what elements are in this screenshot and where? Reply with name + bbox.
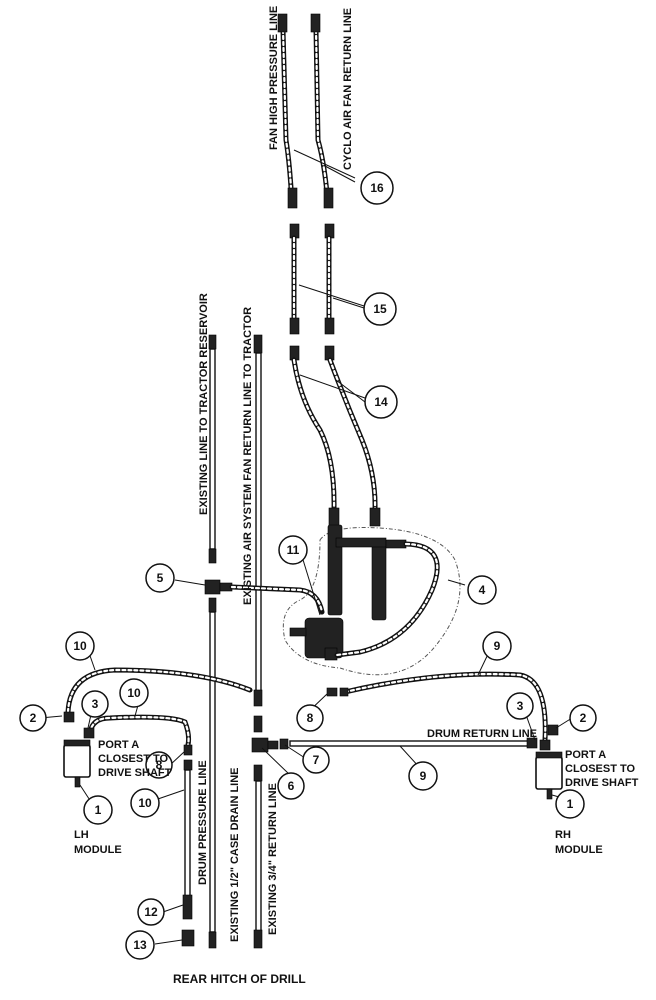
union-8-left-b — [183, 759, 193, 771]
callout-10-top: 10 — [65, 631, 95, 661]
union-8-top-b — [339, 687, 349, 697]
svg-text:8: 8 — [307, 711, 314, 725]
svg-text:10: 10 — [138, 796, 152, 810]
callout-10-mid: 10 — [119, 678, 149, 708]
hose-4 — [334, 541, 440, 658]
tee-fitting-5 — [204, 579, 233, 595]
svg-text:1: 1 — [567, 797, 574, 811]
label-case-drain: EXISTING 1/2" CASE DRAIN LINE — [229, 767, 241, 942]
callout-7: 7 — [302, 746, 330, 774]
hose-15-right — [324, 223, 335, 335]
svg-text:3: 3 — [517, 699, 524, 713]
callout-5: 5 — [145, 563, 175, 593]
svg-text:7: 7 — [313, 753, 320, 767]
callout-1-right: 1 — [555, 789, 585, 819]
label-rh-1: RH — [555, 829, 571, 841]
tee-fitting-6 — [251, 737, 279, 753]
label-cyclo-return: CYCLO AIR FAN RETURN LINE — [342, 8, 354, 170]
label-rear-hitch: REAR HITCH OF DRILL — [173, 972, 306, 986]
hose-10-arc — [65, 667, 253, 715]
hose-15-left — [289, 223, 300, 335]
svg-text:5: 5 — [157, 571, 164, 585]
callout-12: 12 — [137, 898, 165, 926]
callout-11: 11 — [278, 535, 308, 565]
hose-11 — [229, 584, 325, 615]
drum-return-line — [279, 737, 538, 750]
callout-9-top: 9 — [482, 631, 512, 661]
svg-text:6: 6 — [288, 779, 295, 793]
svg-text:11: 11 — [287, 543, 300, 557]
hose-10-short — [87, 714, 192, 748]
callout-2-right: 2 — [569, 704, 597, 732]
callout-6: 6 — [277, 772, 305, 800]
label-port-a-right-2: CLOSEST TO — [565, 763, 636, 775]
label-port-a-left-3: DRIVE SHAFT — [98, 767, 172, 779]
label-drum-return: DRUM RETURN LINE — [427, 728, 537, 740]
label-existing-air-return: EXISTING AIR SYSTEM FAN RETURN LINE TO T… — [242, 307, 254, 605]
rh-module — [535, 724, 563, 800]
callout-4: 4 — [467, 575, 497, 605]
callout-8-mid: 8 — [296, 704, 324, 732]
callout-8-left: 8 — [145, 751, 173, 779]
callout-15: 15 — [363, 292, 397, 326]
svg-text:8: 8 — [156, 758, 163, 772]
label-port-a-left-1: PORT A — [98, 739, 139, 751]
hose-14-left — [289, 345, 340, 527]
svg-text:14: 14 — [374, 395, 388, 409]
fan-high-pressure-hose — [277, 13, 298, 209]
existing-reservoir-line — [208, 334, 217, 949]
leader-lines — [39, 149, 573, 945]
svg-text:2: 2 — [580, 711, 587, 725]
drum-pressure-line — [181, 769, 195, 947]
cyclo-return-hose — [310, 13, 334, 209]
label-existing-reservoir: EXISTING LINE TO TRACTOR RESERVOIR — [198, 293, 210, 515]
svg-text:3: 3 — [92, 697, 99, 711]
hose-14-right — [324, 345, 381, 527]
label-lh-1: LH — [74, 829, 89, 841]
label-rh-2: MODULE — [555, 844, 603, 856]
callout-10-bottom: 10 — [130, 788, 160, 818]
union-8-left — [183, 744, 193, 756]
existing-air-return-line — [253, 334, 263, 949]
label-return-34: EXISTING 3/4" RETURN LINE — [267, 783, 279, 935]
callout-3-right: 3 — [506, 692, 534, 720]
callout-2-left: 2 — [19, 704, 47, 732]
callout-9-bottom: 9 — [408, 761, 438, 791]
callout-13: 13 — [125, 930, 155, 960]
fan-motor-assembly — [282, 524, 461, 676]
svg-text:9: 9 — [420, 769, 427, 783]
svg-text:12: 12 — [144, 905, 158, 919]
callout-1-left: 1 — [83, 795, 113, 825]
label-lh-2: MODULE — [74, 844, 122, 856]
label-fan-high-pressure: FAN HIGH PRESSURE LINE — [268, 6, 280, 150]
lh-module — [63, 711, 95, 788]
label-port-a-right-1: PORT A — [565, 749, 606, 761]
svg-text:10: 10 — [127, 686, 141, 700]
label-port-a-left-2: CLOSEST TO — [98, 753, 169, 765]
callout-16: 16 — [360, 171, 394, 205]
svg-text:1: 1 — [95, 803, 102, 817]
svg-text:9: 9 — [494, 639, 501, 653]
callout-14: 14 — [364, 385, 398, 419]
svg-text:10: 10 — [73, 639, 87, 653]
hose-9-arc — [342, 671, 548, 743]
svg-text:13: 13 — [133, 938, 147, 952]
label-drum-pressure: DRUM PRESSURE LINE — [197, 760, 209, 885]
label-port-a-right-3: DRIVE SHAFT — [565, 777, 639, 789]
svg-text:2: 2 — [30, 711, 37, 725]
svg-text:4: 4 — [479, 583, 486, 597]
union-8-top — [326, 687, 338, 697]
svg-text:15: 15 — [373, 302, 387, 316]
callout-3-left: 3 — [81, 690, 109, 718]
svg-text:16: 16 — [370, 181, 384, 195]
